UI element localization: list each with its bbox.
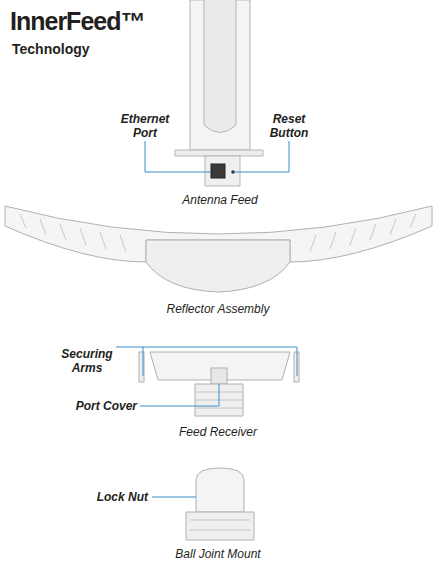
leader-line: [152, 497, 196, 498]
port-cover: [211, 368, 227, 384]
part-label: Securing Arms: [55, 347, 119, 375]
reflector-assembly: [5, 206, 432, 292]
reflector-rib: [310, 214, 416, 252]
ball-joint-mount: [186, 468, 254, 540]
part-label: Ethernet Port: [113, 112, 177, 140]
feed-recess: [204, 0, 236, 133]
part-caption: Reflector Assembly: [128, 302, 308, 316]
bracket-line: [143, 347, 297, 376]
mount-base: [186, 512, 254, 540]
feed-receiver: [139, 352, 299, 416]
ethernet-port: [211, 164, 225, 178]
leader-line: [145, 141, 211, 172]
mount-detail: [190, 520, 250, 530]
reflector-rib: [20, 214, 126, 252]
feed-column: [190, 0, 250, 150]
antenna-feed: [175, 0, 263, 186]
leader-line: [235, 141, 289, 172]
part-caption: Feed Receiver: [148, 425, 288, 439]
lock-nut: [196, 468, 244, 512]
brand-title: InnerFeed™: [10, 8, 144, 35]
brand-subtitle: Technology: [12, 41, 132, 57]
reflector-center: [146, 240, 290, 292]
leader-line: [116, 347, 143, 348]
part-label: Lock Nut: [50, 490, 148, 504]
reset-button: [231, 170, 235, 174]
feed-base: [205, 156, 240, 186]
feed-flange: [175, 150, 263, 156]
part-label: Reset Button: [258, 112, 320, 140]
part-label: Port Cover: [40, 399, 137, 413]
part-caption: Antenna Feed: [150, 193, 290, 207]
leader-line: [140, 384, 219, 406]
part-caption: Ball Joint Mount: [138, 547, 298, 561]
